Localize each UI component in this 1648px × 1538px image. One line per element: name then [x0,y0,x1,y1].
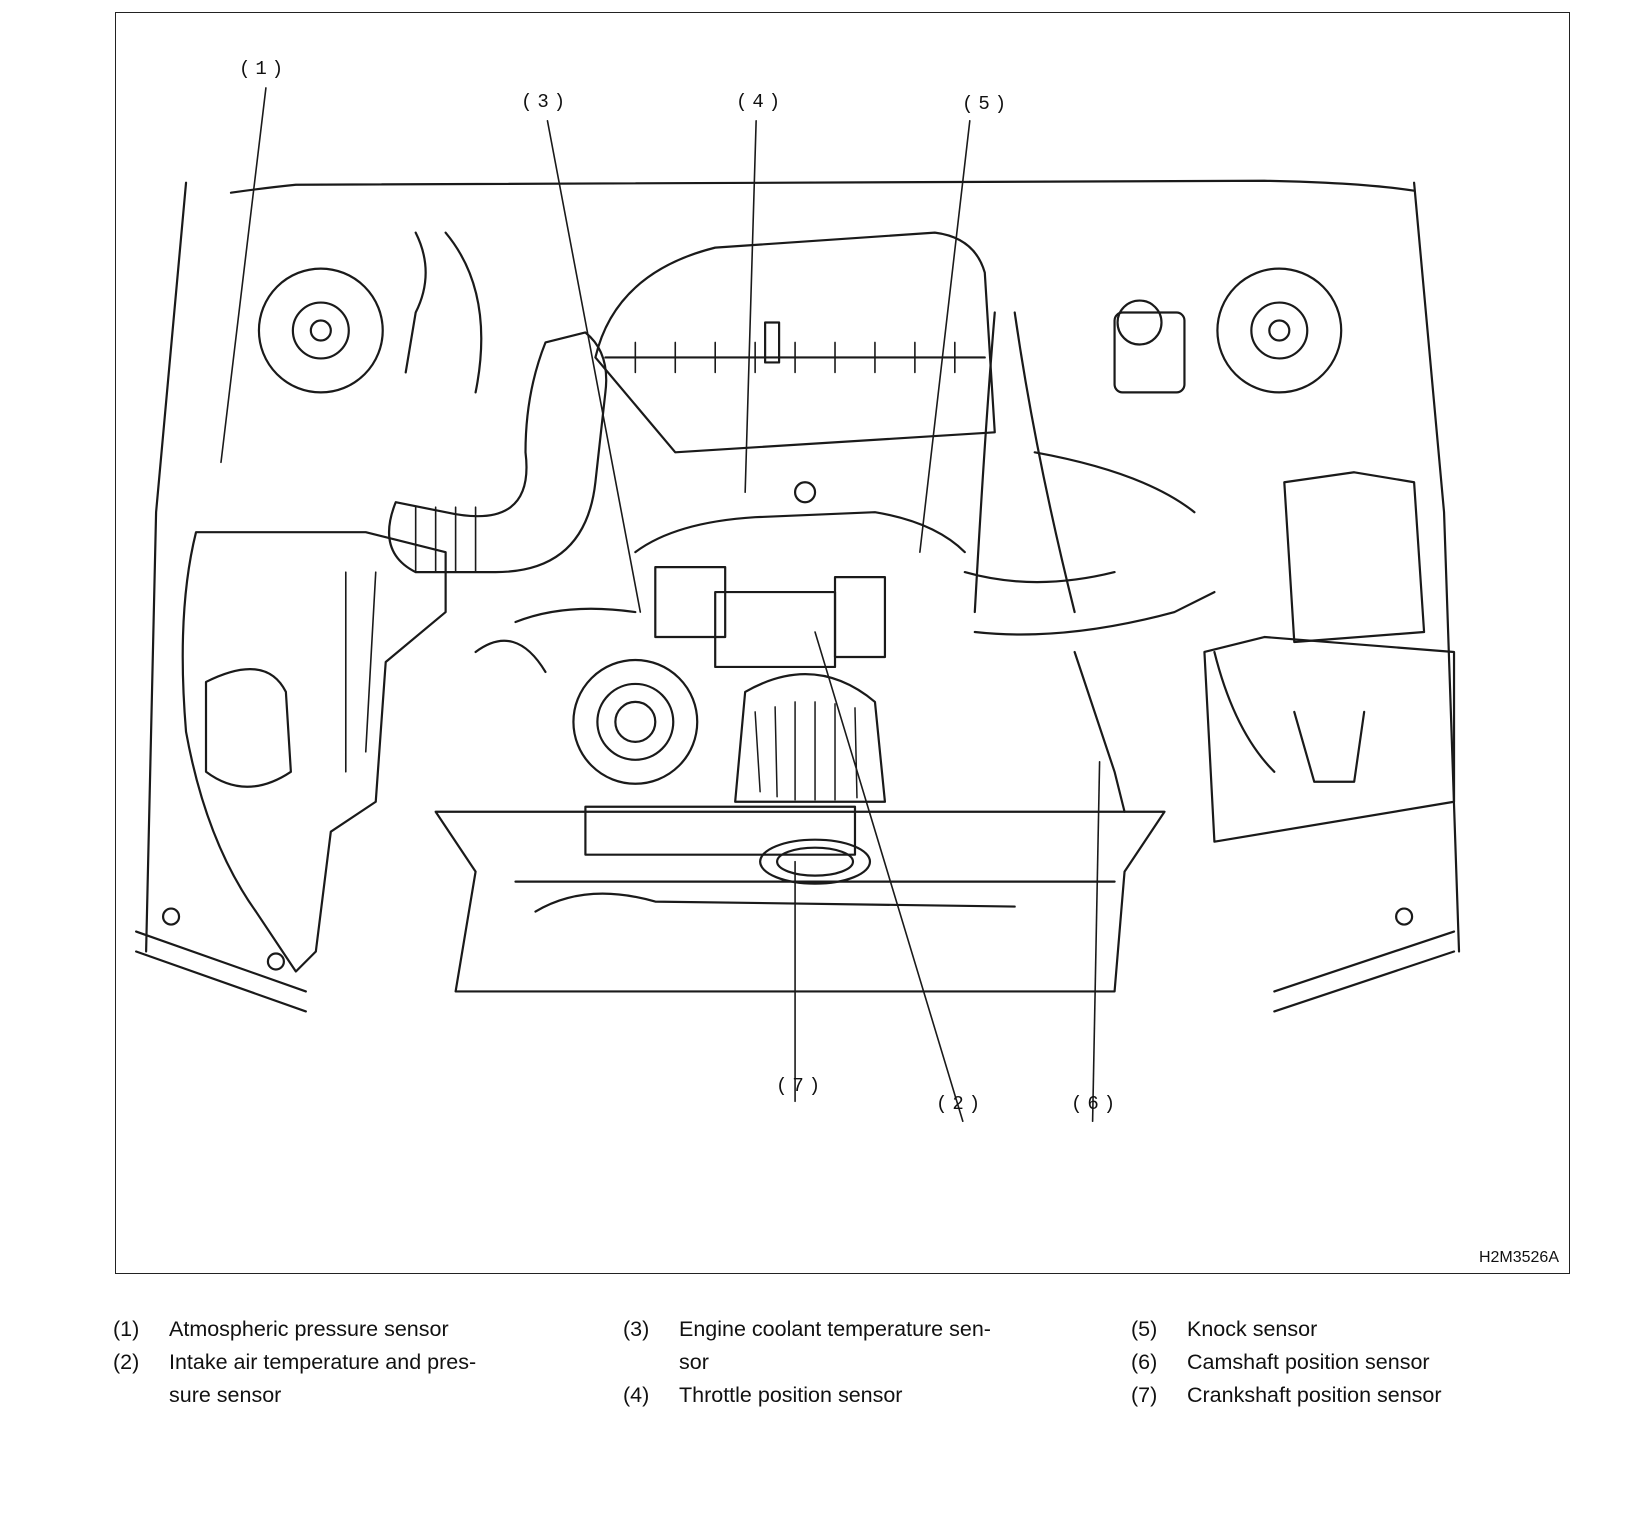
callout-6: (6) [1071,1093,1121,1115]
legend-item-1: (1) Atmospheric pressure sensor [113,1313,476,1346]
legend-column-2: (3) Engine coolant temperature sen- sor … [623,1313,991,1412]
callout-5: (5) [962,93,1012,115]
legend-item-number: (2) [113,1350,140,1374]
legend-item-label: Throttle position sensor [679,1383,903,1407]
legend-item-4: (4) Throttle position sensor [623,1379,991,1412]
legend-column-1: (1) Atmospheric pressure sensor (2) Inta… [113,1313,476,1412]
callout-2: (2) [936,1093,986,1115]
legend: (1) Atmospheric pressure sensor (2) Inta… [113,1313,1533,1423]
legend-item-number: (5) [1131,1317,1158,1341]
legend-item-number: (7) [1131,1383,1158,1407]
callout-4: (4) [736,91,786,113]
legend-item-number: (1) [113,1317,140,1341]
legend-item-number: (6) [1131,1350,1158,1374]
callout-3: (3) [521,91,571,113]
legend-item-label: Crankshaft position sensor [1187,1383,1442,1407]
legend-item-2: (2) Intake air temperature and pres- sur… [113,1346,476,1412]
callout-1: (1) [239,58,289,80]
legend-item-label: Intake air temperature and pres- sure se… [169,1350,477,1407]
legend-item-label: Knock sensor [1187,1317,1318,1341]
legend-item-3: (3) Engine coolant temperature sen- sor [623,1313,991,1379]
legend-item-label: Atmospheric pressure sensor [169,1317,449,1341]
legend-item-number: (3) [623,1317,650,1341]
legend-item-6: (6) Camshaft position sensor [1131,1346,1442,1379]
legend-item-7: (7) Crankshaft position sensor [1131,1379,1442,1412]
legend-item-label: Engine coolant temperature sen- sor [679,1317,991,1374]
legend-column-3: (5) Knock sensor (6) Camshaft position s… [1131,1313,1442,1412]
legend-item-number: (4) [623,1383,650,1407]
legend-item-label: Camshaft position sensor [1187,1350,1430,1374]
figure-code: H2M3526A [1478,1249,1559,1266]
legend-item-5: (5) Knock sensor [1131,1313,1442,1346]
callout-7: (7) [776,1075,826,1097]
engine-compartment-figure: (1) (3) (4) (5) (7) (2) (6) H2M3526A [115,12,1570,1274]
engine-line-drawing [135,87,1461,1123]
